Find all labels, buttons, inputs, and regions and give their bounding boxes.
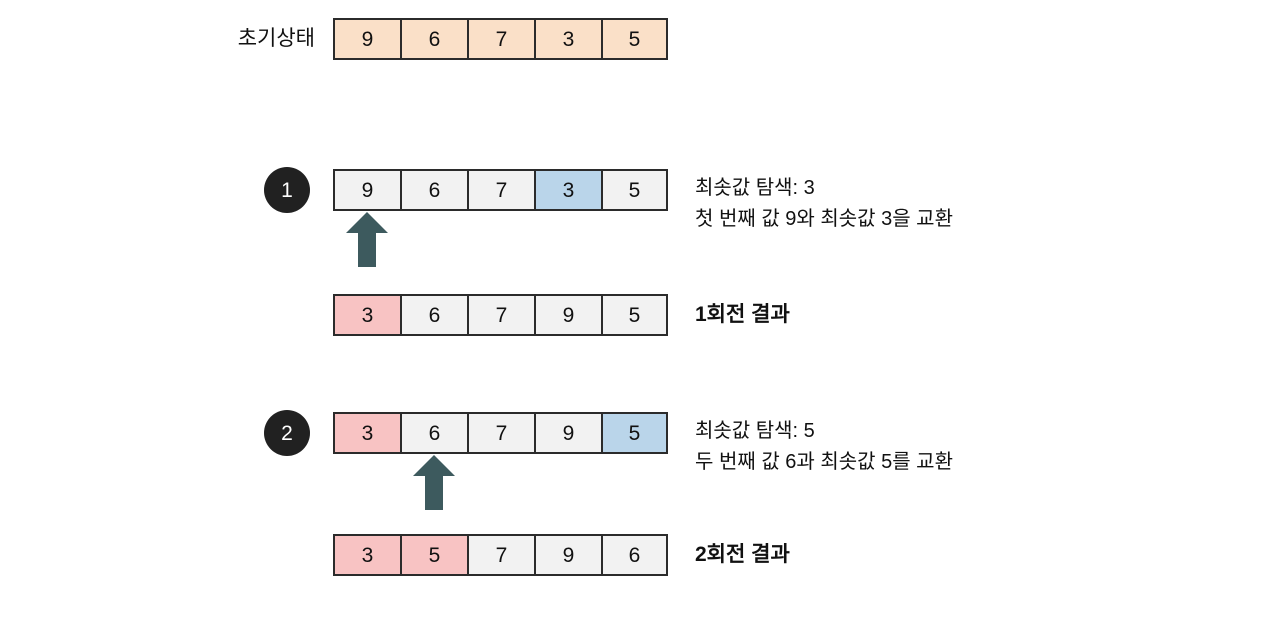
- array-cell: 6: [400, 18, 467, 60]
- array-cell: 5: [601, 294, 668, 336]
- array-cell: 9: [333, 169, 400, 211]
- array-cell: 6: [400, 294, 467, 336]
- array-cell: 9: [333, 18, 400, 60]
- step-1-desc-line-2: 첫 번째 값 9와 최솟값 3을 교환: [695, 208, 953, 230]
- array-cell: 6: [400, 412, 467, 454]
- step-2-desc-line-1: 최솟값 탐색: 5: [695, 420, 815, 442]
- step-badge-1: 1: [264, 167, 310, 213]
- array-cell: 6: [400, 169, 467, 211]
- step-2-desc-line-2: 두 번째 값 6과 최솟값 5를 교환: [695, 451, 953, 473]
- step-1-description: 최솟값 탐색: 3 첫 번째 값 9와 최솟값 3을 교환: [695, 173, 953, 235]
- array-cell: 7: [467, 412, 534, 454]
- array-cell: 5: [601, 412, 668, 454]
- array-cell: 5: [601, 18, 668, 60]
- array-cell: 9: [534, 294, 601, 336]
- array-cell: 3: [333, 534, 400, 576]
- array-cell: 9: [534, 412, 601, 454]
- array-cell: 3: [333, 412, 400, 454]
- step-badge-2: 2: [264, 410, 310, 456]
- step-2-description: 최솟값 탐색: 5 두 번째 값 6과 최솟값 5를 교환: [695, 416, 953, 478]
- array-cell: 7: [467, 294, 534, 336]
- step-1-result-label: 1회전 결과: [695, 303, 790, 326]
- step-2-result-label: 2회전 결과: [695, 543, 790, 566]
- array-cell: 7: [467, 534, 534, 576]
- array-cell: 3: [333, 294, 400, 336]
- array-cell: 9: [534, 534, 601, 576]
- array-cell: 6: [601, 534, 668, 576]
- array-cell: 3: [534, 18, 601, 60]
- pointer-arrow-step-2: [412, 455, 455, 510]
- initial-state-label: 초기상태: [237, 27, 315, 50]
- pointer-arrow-step-1: [345, 212, 388, 267]
- array-cell: 5: [400, 534, 467, 576]
- array-cell: 5: [601, 169, 668, 211]
- array-cell: 7: [467, 169, 534, 211]
- step-1-desc-line-1: 최솟값 탐색: 3: [695, 177, 815, 199]
- array-cell: 7: [467, 18, 534, 60]
- array-cell: 3: [534, 169, 601, 211]
